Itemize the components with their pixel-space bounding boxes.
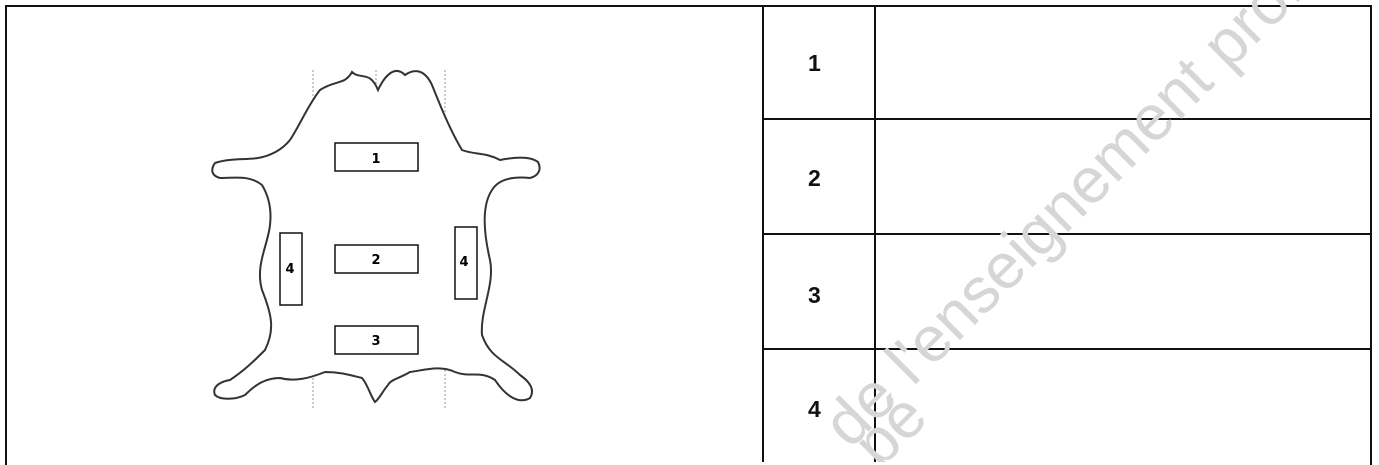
zone-4-left: 4 xyxy=(280,233,302,305)
row-number-3: 3 xyxy=(808,282,838,309)
svg-text:2: 2 xyxy=(371,253,380,268)
zone-1: 1 xyxy=(335,143,418,171)
row-number-4: 4 xyxy=(808,396,838,423)
zone-3: 3 xyxy=(335,326,418,354)
row-number-1: 1 xyxy=(808,50,838,77)
svg-text:3: 3 xyxy=(371,334,380,349)
answer-cell-3[interactable] xyxy=(878,237,1368,345)
row-divider-3 xyxy=(762,348,1372,350)
row-number-2: 2 xyxy=(808,165,838,192)
svg-text:1: 1 xyxy=(371,152,380,167)
row-divider-1 xyxy=(762,118,1372,120)
zone-4-right: 4 xyxy=(455,227,477,299)
row-divider-2 xyxy=(762,233,1372,235)
zone-2: 2 xyxy=(335,245,418,273)
answer-cell-1[interactable] xyxy=(878,10,1368,115)
svg-text:4: 4 xyxy=(285,262,294,277)
svg-text:4: 4 xyxy=(459,255,468,270)
answer-cell-4[interactable] xyxy=(878,352,1368,460)
answer-cell-2[interactable] xyxy=(878,122,1368,230)
hide-diagram: 1 2 3 4 4 xyxy=(200,60,560,410)
